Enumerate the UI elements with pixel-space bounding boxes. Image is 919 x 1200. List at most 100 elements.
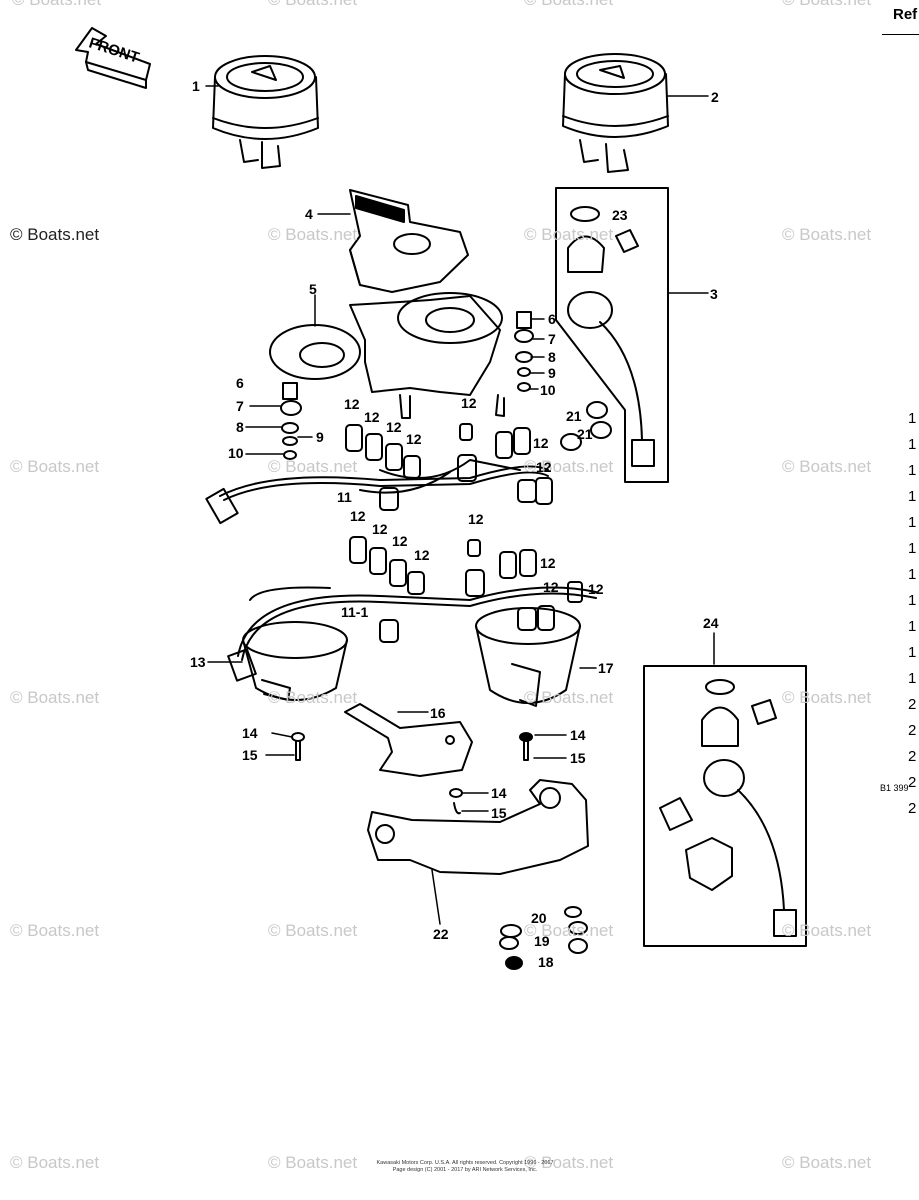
callout-12[interactable]: 12 xyxy=(461,395,477,411)
leader-lines xyxy=(205,85,715,925)
watermark: © Boats.net xyxy=(782,225,872,244)
watermark: © Boats.net xyxy=(782,1153,872,1172)
ref-header: Ref xyxy=(893,6,918,23)
meter-cover-part-13 xyxy=(242,621,348,701)
callout-12[interactable]: 12 xyxy=(344,396,360,412)
callout-14[interactable]: 14 xyxy=(242,725,258,741)
callout-12[interactable]: 12 xyxy=(543,579,559,595)
watermark: © Boats.net xyxy=(10,457,100,476)
ref-column-entry: 1 xyxy=(908,566,917,583)
callout-12[interactable]: 12 xyxy=(414,547,430,563)
bulb-sockets-upper xyxy=(345,401,612,511)
watermark: © Boats.net xyxy=(524,1153,614,1172)
watermark: © Boats.net xyxy=(268,688,358,707)
watermark: © Boats.net xyxy=(268,225,358,244)
callout-14[interactable]: 14 xyxy=(570,727,586,743)
ref-column-entry: 1 xyxy=(908,644,917,661)
callout-23[interactable]: 23 xyxy=(612,207,628,223)
callout-22[interactable]: 22 xyxy=(433,926,449,942)
ref-column-entry: 2 xyxy=(908,722,917,739)
callout-8[interactable]: 8 xyxy=(548,349,556,365)
indicator-panel-part-4 xyxy=(349,189,469,293)
copyright-notice: Kawasaki Motors Corp. U.S.A. All rights … xyxy=(300,1160,630,1174)
callout-14[interactable]: 14 xyxy=(491,785,507,801)
ref-column-entry: 2 xyxy=(908,774,917,791)
callout-4[interactable]: 4 xyxy=(305,206,313,222)
callout-15[interactable]: 15 xyxy=(570,750,586,766)
front-arrow xyxy=(75,27,151,89)
callout-7[interactable]: 7 xyxy=(236,398,244,414)
callout-13[interactable]: 13 xyxy=(190,654,206,670)
callout-2[interactable]: 2 xyxy=(711,89,719,105)
callout-15[interactable]: 15 xyxy=(242,747,258,763)
callout-5[interactable]: 5 xyxy=(309,281,317,297)
ref-column-entry: 1 xyxy=(908,488,917,505)
watermark: © Boats.net xyxy=(12,0,101,10)
watermark: © Boats.net xyxy=(524,921,614,940)
ref-column-entry: 1 xyxy=(908,514,917,531)
callout-10[interactable]: 10 xyxy=(540,382,556,398)
ref-column-entry: 1 xyxy=(908,540,917,557)
watermark: © Boats.net xyxy=(782,688,872,707)
callout-12[interactable]: 12 xyxy=(386,419,402,435)
ignition-switch-box-part-3 xyxy=(555,187,669,483)
callout-7[interactable]: 7 xyxy=(548,331,556,347)
callout-12[interactable]: 12 xyxy=(588,581,604,597)
wiring-harness-upper xyxy=(205,459,549,525)
callout-15[interactable]: 15 xyxy=(491,805,507,821)
ref-column-entry: 2 xyxy=(908,696,917,713)
callout-11[interactable]: 11 xyxy=(337,489,352,505)
callout-6[interactable]: 6 xyxy=(236,375,244,391)
callout-12[interactable]: 12 xyxy=(392,533,408,549)
callout-21[interactable]: 21 xyxy=(566,408,582,424)
watermark: © Boats.net xyxy=(10,1153,100,1172)
callout-17[interactable]: 17 xyxy=(598,660,614,676)
watermark: © Boats.net xyxy=(268,457,358,476)
callout-12[interactable]: 12 xyxy=(350,508,366,524)
callout-10[interactable]: 10 xyxy=(228,445,244,461)
hardware-18-20 xyxy=(499,906,588,970)
callout-12[interactable]: 12 xyxy=(533,435,549,451)
callout-12[interactable]: 12 xyxy=(536,459,552,475)
callout-12[interactable]: 12 xyxy=(406,431,422,447)
callout-12[interactable]: 12 xyxy=(372,521,388,537)
callout-12[interactable]: 12 xyxy=(540,555,556,571)
meter-stay-part-22 xyxy=(367,779,589,875)
screw-left xyxy=(291,732,305,761)
ignition-switch-box-part-24 xyxy=(643,665,807,947)
callout-12[interactable]: 12 xyxy=(364,409,380,425)
watermark: © Boats.net xyxy=(268,1153,358,1172)
callout-1[interactable]: 1 xyxy=(192,78,200,94)
copyright-line: Page design (C) 2001 - 2017 by ARI Netwo… xyxy=(392,1167,538,1173)
callout-21[interactable]: 21 xyxy=(577,426,593,442)
ref-column-entry: 1 xyxy=(908,592,917,609)
callout-24[interactable]: 24 xyxy=(703,615,719,631)
drawing-code: B1 399 xyxy=(880,783,909,793)
watermark: © Boats.net xyxy=(524,0,613,10)
tachometer-part-2 xyxy=(562,53,669,173)
ref-divider xyxy=(882,34,919,35)
callout-16[interactable]: 16 xyxy=(430,705,446,721)
callout-20[interactable]: 20 xyxy=(531,910,547,926)
ref-column-entry: 1 xyxy=(908,462,917,479)
callout-6[interactable]: 6 xyxy=(548,311,556,327)
grommet-stack-right xyxy=(514,311,534,392)
callout-18[interactable]: 18 xyxy=(538,954,554,970)
watermark: © Boats.net xyxy=(524,457,614,476)
ref-column-entry: 1 xyxy=(908,618,917,635)
callout-3[interactable]: 3 xyxy=(710,286,718,302)
ref-column-entry: 2 xyxy=(908,800,917,817)
ref-column-entry: 1 xyxy=(908,410,917,427)
speedometer-part-1 xyxy=(212,55,319,169)
ref-column-entry: 1 xyxy=(908,670,917,687)
watermark: © Boats.net xyxy=(524,688,614,707)
watermark: © Boats.net xyxy=(268,0,357,10)
callout-8[interactable]: 8 xyxy=(236,419,244,435)
callout-11-1[interactable]: 11-1 xyxy=(341,604,369,620)
callout-19[interactable]: 19 xyxy=(534,933,550,949)
callout-9[interactable]: 9 xyxy=(316,429,324,445)
callout-12[interactable]: 12 xyxy=(468,511,484,527)
callout-9[interactable]: 9 xyxy=(548,365,556,381)
grommet-stack-left xyxy=(280,382,302,460)
